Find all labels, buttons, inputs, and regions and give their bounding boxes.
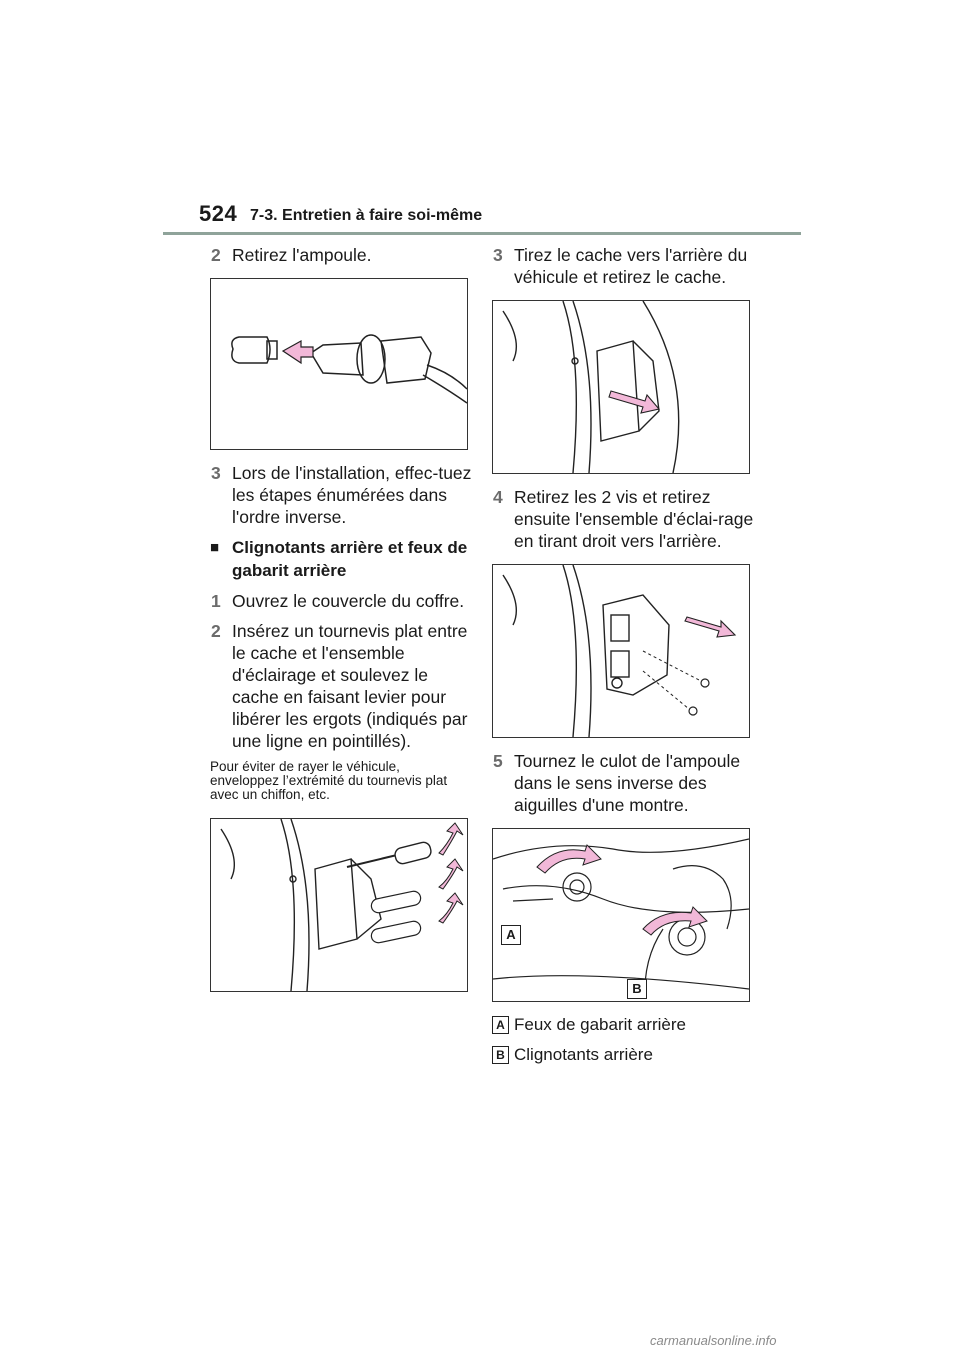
figure-screwdriver-pry (210, 818, 468, 992)
step-text: Tirez le cache vers l'arrière du véhicul… (514, 245, 748, 287)
legend-item-b: B Clignotants arrière (492, 1044, 754, 1066)
callout-label-a: A (501, 925, 521, 945)
step-remove-bulb: 2 Retirez l'ampoule. (210, 244, 472, 266)
figure-bulb-sockets: A B (492, 828, 750, 1002)
subheading-rear-lights: ■ Clignotants arrière et feux de gabarit… (210, 536, 472, 582)
figure-bulb-removal (210, 278, 468, 450)
subheading-text: Clignotants arrière et feux de gabarit a… (232, 538, 468, 580)
step-text: Tournez le culot de l'ampoule dans le se… (514, 751, 741, 815)
step-number: 2 (211, 621, 221, 641)
step-text: Insérez un tournevis plat entre le cache… (232, 621, 468, 751)
section-title: 7-3. Entretien à faire soi-même (250, 207, 483, 224)
left-column: 2 Retirez l'ampoule. 3 Lors de l'install… (210, 244, 472, 1004)
figure-remove-cover (492, 300, 750, 474)
step-text: Lors de l'installation, effec-tuez les é… (232, 463, 472, 527)
step-number: 3 (211, 463, 221, 483)
legend-text-a: Feux de gabarit arrière (514, 1015, 686, 1034)
callout-label-b: B (627, 979, 647, 999)
step-number: 1 (211, 591, 221, 611)
page-number: 524 (199, 201, 238, 226)
step-number: 5 (493, 751, 503, 771)
right-column: 3 Tirez le cache vers l'arrière du véhic… (492, 244, 754, 1074)
legend-key-a: A (492, 1016, 509, 1034)
step-number: 3 (493, 245, 503, 265)
step-pull-cover: 3 Tirez le cache vers l'arrière du véhic… (492, 244, 754, 288)
step-reinstall: 3 Lors de l'installation, effec-tuez les… (210, 462, 472, 528)
square-bullet-icon: ■ (210, 539, 220, 556)
step-number: 2 (211, 245, 221, 265)
step-insert-screwdriver: 2 Insérez un tournevis plat entre le cac… (210, 620, 472, 752)
figure-remove-light-assembly (492, 564, 750, 738)
step-text: Retirez les 2 vis et retirez ensuite l'e… (514, 487, 754, 551)
step-open-trunk: 1 Ouvrez le couvercle du coffre. (210, 590, 472, 612)
step-text: Ouvrez le couvercle du coffre. (232, 591, 465, 611)
watermark: carmanualsonline.info (650, 1333, 777, 1348)
header-divider (163, 232, 801, 235)
step-text: Retirez l'ampoule. (232, 245, 372, 265)
note-protect-vehicle: Pour éviter de rayer le véhicule, envelo… (210, 759, 448, 802)
step-turn-bulb-base: 5 Tournez le culot de l'ampoule dans le … (492, 750, 754, 816)
step-remove-screws: 4 Retirez les 2 vis et retirez ensuite l… (492, 486, 754, 552)
step-number: 4 (493, 487, 503, 507)
legend-key-b: B (492, 1046, 509, 1064)
legend-item-a: A Feux de gabarit arrière (492, 1014, 754, 1036)
legend-text-b: Clignotants arrière (514, 1045, 653, 1064)
